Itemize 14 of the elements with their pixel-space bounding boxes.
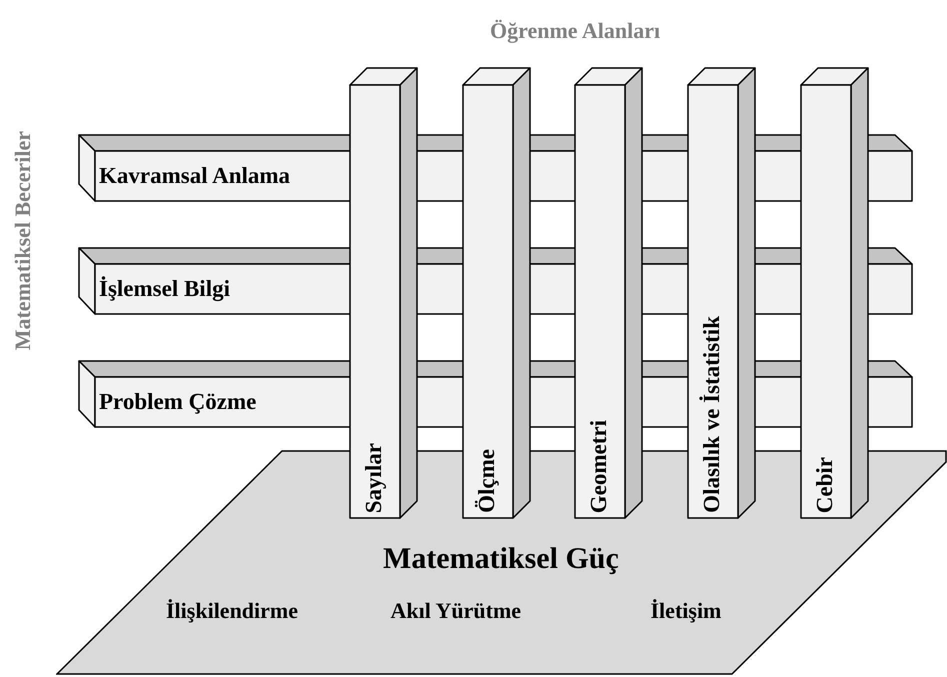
pillar-label: Sayılar: [362, 442, 385, 513]
pillar-label: Ölçme: [475, 449, 498, 513]
bar-label: Kavramsal Anlama: [99, 164, 290, 187]
platform-title: Matematiksel Güç: [383, 544, 619, 574]
bar-label: Problem Çözme: [99, 390, 256, 413]
pillar-label: Cebir: [813, 456, 836, 513]
axis-title: Matematiksel Beceriler: [12, 130, 34, 350]
platform-label: İlişkilendirme: [166, 600, 298, 622]
pillar-label: Geometri: [587, 420, 610, 513]
bar-label: İşlemsel Bilgi: [99, 277, 230, 300]
axis-title: Öğrenme Alanları: [490, 20, 660, 42]
pillar-label: Olasılık ve İstatistik: [700, 316, 723, 513]
platform-label: Akıl Yürütme: [390, 600, 522, 622]
platform-label: İletişim: [650, 600, 722, 622]
